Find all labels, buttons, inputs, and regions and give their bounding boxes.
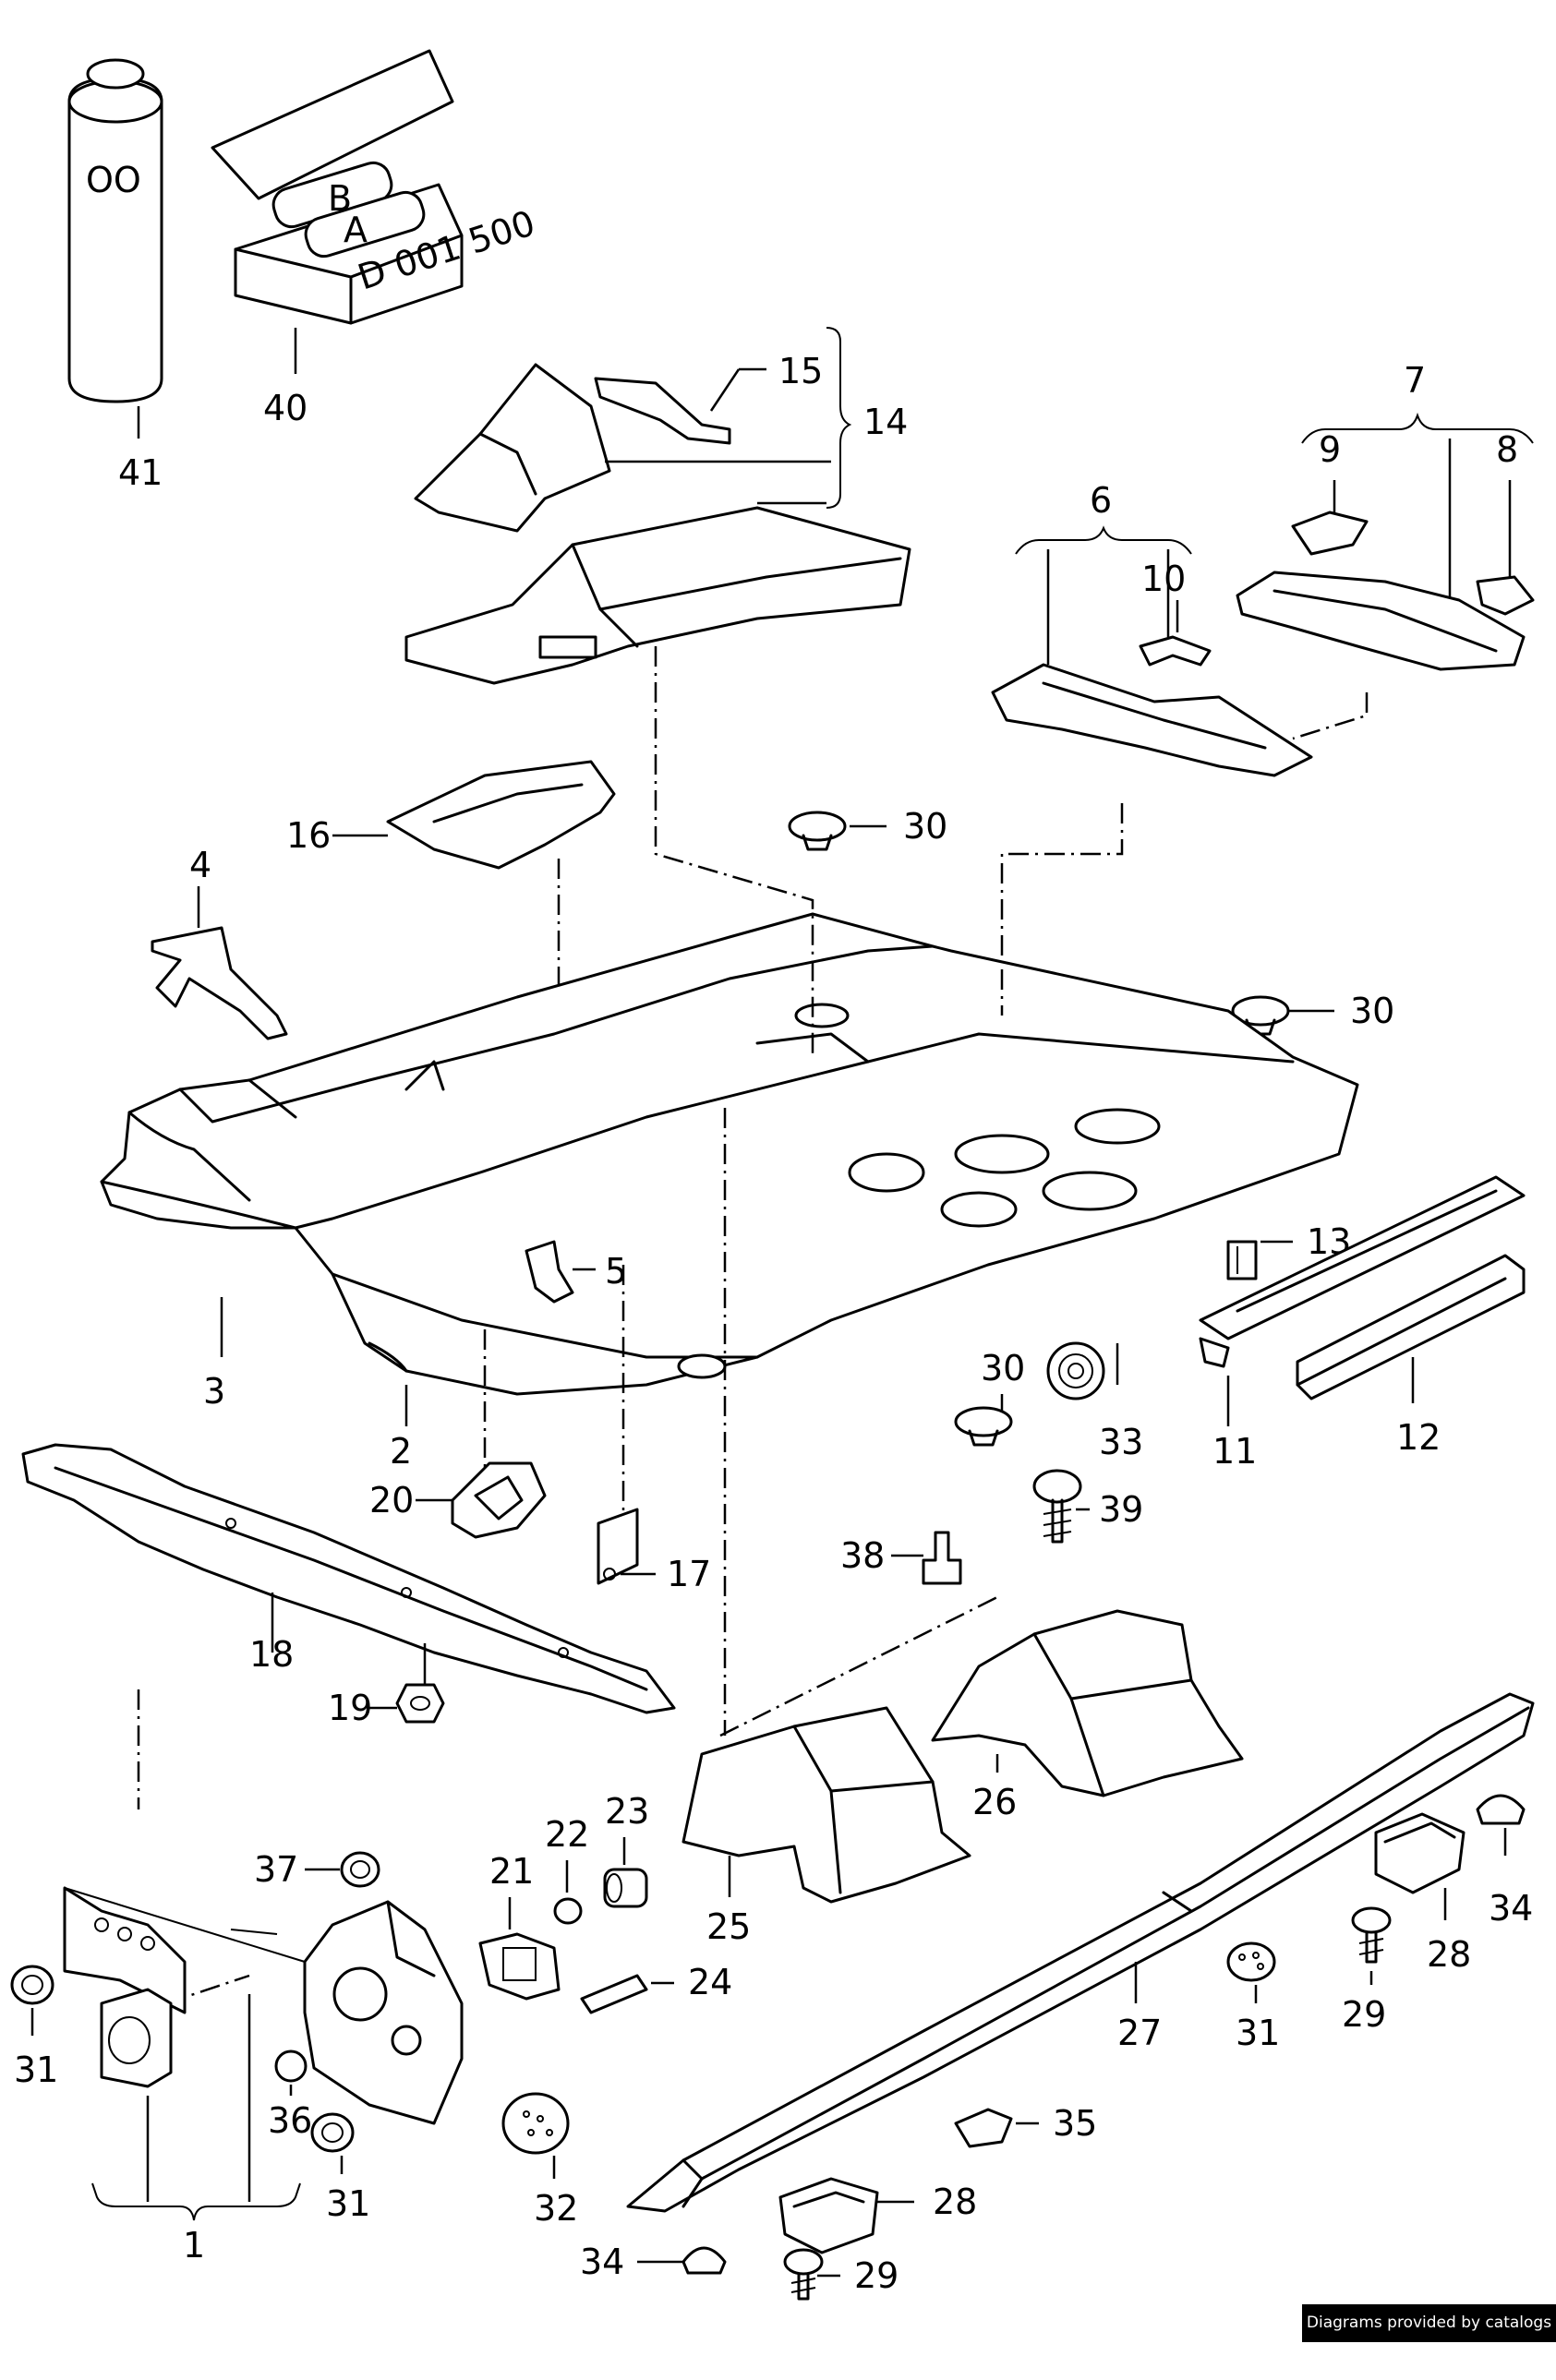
bracket-20-part — [451, 1461, 547, 1539]
label-20: 20 — [369, 1480, 414, 1521]
label-10: 10 — [1141, 559, 1186, 599]
label-1: 1 — [183, 2225, 205, 2266]
label-12: 12 — [1396, 1417, 1441, 1458]
label-24: 24 — [688, 1962, 732, 2002]
cover-16-part — [386, 760, 616, 870]
screw-29-right-part — [1351, 1906, 1392, 1964]
label-34b: 34 — [580, 2242, 624, 2282]
grommet-30-top-part — [788, 811, 847, 851]
label-14: 14 — [863, 402, 908, 442]
clip-34-right-part — [1476, 1794, 1526, 1825]
label-15: 15 — [778, 351, 823, 391]
label-30b: 30 — [1350, 991, 1394, 1031]
crossmember-6-part — [991, 663, 1313, 777]
floor-pan-part — [100, 912, 1359, 1396]
label-41: 41 — [118, 452, 163, 493]
pin-24-part — [580, 1974, 648, 2014]
label-6: 6 — [1090, 480, 1112, 521]
clip-35-part — [954, 2108, 1013, 2148]
label-18: 18 — [249, 1634, 294, 1675]
label-31a: 31 — [14, 2049, 58, 2090]
label-28b: 28 — [933, 2182, 977, 2222]
label-25: 25 — [706, 1906, 751, 1947]
label-35: 35 — [1053, 2103, 1097, 2144]
bracket-8-part — [1476, 575, 1535, 616]
tube-label-b: B — [328, 178, 352, 219]
bracket-4-part — [151, 926, 288, 1040]
plate-17-part — [597, 1508, 639, 1585]
bracket-21-part — [478, 1932, 561, 2001]
adhesive-kit-part: B A D 001 500 — [211, 49, 540, 325]
label-36: 36 — [268, 2100, 312, 2141]
label-17: 17 — [667, 1554, 711, 1594]
label-2: 2 — [390, 1431, 412, 1472]
pad-28-bottom-part — [778, 2177, 879, 2254]
long-member-18-part — [21, 1443, 676, 1714]
label-37: 37 — [254, 1849, 298, 1890]
label-5: 5 — [605, 1251, 627, 1292]
clip-13-part — [1226, 1240, 1258, 1280]
crossmember-7-part — [1236, 571, 1526, 671]
label-7: 7 — [1404, 360, 1426, 401]
plug-32-part — [501, 2092, 570, 2155]
label-21: 21 — [489, 1851, 534, 1892]
bolt-38-part — [922, 1531, 962, 1585]
label-40: 40 — [263, 388, 308, 428]
label-16: 16 — [286, 815, 331, 856]
washer-22-part — [553, 1897, 583, 1925]
nut-19-part — [395, 1683, 445, 1724]
clip-10-part — [1139, 635, 1212, 667]
clip-34-bottom-part — [682, 2246, 727, 2275]
credit-banner: Diagrams provided by catalogs parts — [1302, 2304, 1556, 2370]
label-29a: 29 — [1342, 1994, 1386, 2035]
label-30a: 30 — [903, 806, 947, 847]
tube-label-a: A — [344, 210, 368, 250]
wheelhouse-25-part — [682, 1706, 971, 1904]
bracket-5-part — [525, 1240, 574, 1304]
plug-33-part — [1046, 1341, 1105, 1400]
plug-31-left-part — [10, 1965, 54, 2005]
pad-28-right-part — [1374, 1812, 1466, 1894]
label-22: 22 — [545, 1814, 589, 1855]
rail-12-part — [1296, 1254, 1526, 1400]
label-11: 11 — [1212, 1431, 1257, 1472]
label-31b: 31 — [1236, 2013, 1280, 2053]
label-34a: 34 — [1489, 1888, 1533, 1929]
rail-11-part — [1199, 1175, 1526, 1368]
label-33: 33 — [1099, 1422, 1143, 1462]
can-label: OO — [86, 160, 141, 200]
label-29b: 29 — [854, 2255, 899, 2296]
screw-29-bottom-part — [783, 2248, 824, 2301]
plug-36-part — [274, 2049, 308, 2083]
tunnel-bracket-part — [414, 363, 731, 533]
label-26: 26 — [972, 1782, 1017, 1822]
label-19: 19 — [328, 1688, 372, 1728]
plug-31-right-part — [1226, 1941, 1276, 1982]
label-39: 39 — [1099, 1489, 1143, 1530]
screw-39-part — [1032, 1469, 1082, 1544]
label-23: 23 — [605, 1791, 649, 1832]
rear-panel-1-part — [63, 1886, 464, 2125]
label-32: 32 — [534, 2188, 578, 2229]
label-30c: 30 — [981, 1348, 1025, 1388]
label-38: 38 — [840, 1535, 885, 1576]
spray-can-part: OO — [67, 58, 163, 403]
plug-37-part — [340, 1851, 380, 1888]
label-31c: 31 — [326, 2183, 370, 2224]
bracket-9-part — [1291, 511, 1369, 556]
plug-31-lower-part — [310, 2112, 355, 2153]
bushing-23-part — [603, 1868, 648, 1908]
label-27: 27 — [1117, 2013, 1162, 2053]
label-28a: 28 — [1427, 1934, 1471, 1975]
label-3: 3 — [203, 1371, 225, 1412]
grommet-30-lower-part — [954, 1406, 1013, 1447]
wheelhouse-26-part — [931, 1609, 1244, 1797]
label-8: 8 — [1496, 429, 1518, 470]
label-4: 4 — [189, 845, 211, 885]
label-9: 9 — [1319, 429, 1341, 470]
sill-27-part — [626, 1692, 1535, 2213]
floor-tunnel-part — [404, 506, 911, 685]
